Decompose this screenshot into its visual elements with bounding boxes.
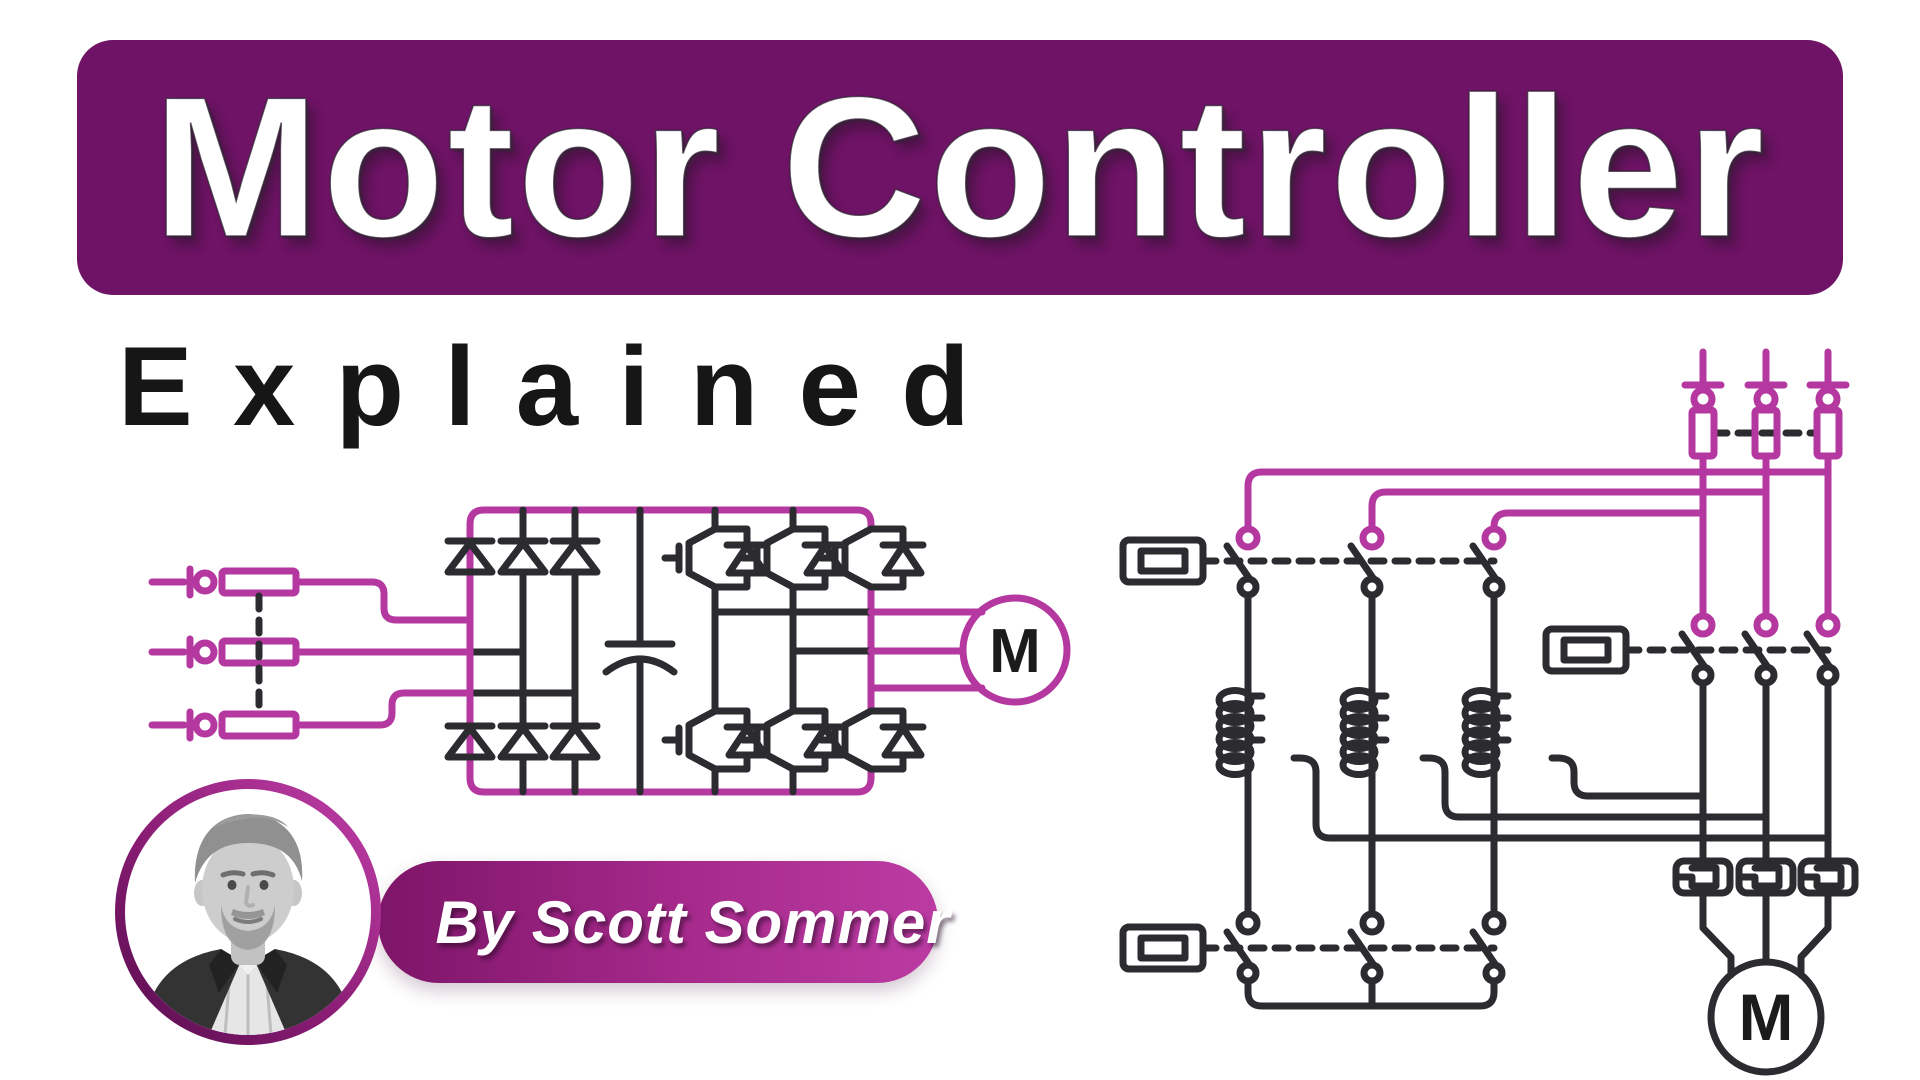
overload-relay-icon xyxy=(1676,861,1730,893)
branch-lines-to-start-contactor xyxy=(1235,468,1832,551)
portrait-man-illustration xyxy=(143,814,353,1035)
supply-disconnect-fuse-phase3 xyxy=(1806,348,1850,620)
starter-circuit-diagram: M xyxy=(1100,348,1900,1076)
contactor-coil-icon xyxy=(1546,629,1626,671)
contactor-coil-icon xyxy=(1123,540,1203,582)
subtitle-text: Explained xyxy=(118,324,1010,449)
tap-select-arrows xyxy=(1290,754,1832,842)
supply-disconnect-fuse-phase1 xyxy=(1681,348,1725,620)
vfd-circuit-diagram: M xyxy=(148,506,1071,796)
diode-icon xyxy=(501,541,545,572)
portrait-photo xyxy=(143,814,353,1035)
diode-icon xyxy=(501,726,545,757)
thermal-overload-relays xyxy=(1676,861,1855,893)
contactor-coil-icon xyxy=(1123,927,1203,969)
byline-text: By Scott Sommer xyxy=(435,888,951,956)
igbt-icon xyxy=(821,529,923,587)
run-contactor xyxy=(1546,612,1841,865)
rectifier-six-diodes xyxy=(448,506,597,796)
overload-relay-icon xyxy=(1801,861,1855,893)
inverter-six-igbts xyxy=(665,506,923,796)
igbt-icon xyxy=(821,711,923,769)
start-contactor xyxy=(1123,540,1506,599)
autotransformer-coils xyxy=(1219,591,1520,918)
inverter-output-lines xyxy=(711,608,986,692)
starter-motor-symbol: M xyxy=(1699,889,1832,1076)
page-title: Motor Controller xyxy=(152,55,1768,280)
fused-disconnect-input-phase3 xyxy=(148,689,579,742)
dc-link-capacitor-icon xyxy=(602,506,678,796)
diode-icon xyxy=(553,541,597,572)
diode-icon xyxy=(553,726,597,757)
title-banner: Motor Controller xyxy=(77,40,1843,295)
vfd-motor-symbol: M xyxy=(959,594,1071,706)
vfd-motor-label: M xyxy=(989,617,1041,686)
author-pill: By Scott Sommer xyxy=(378,861,950,983)
starter-motor-label: M xyxy=(1739,980,1794,1054)
fused-disconnect-input-phase1 xyxy=(148,565,474,624)
overload-relay-icon xyxy=(1739,861,1793,893)
author-portrait-ring xyxy=(115,779,381,1045)
shorting-contactor xyxy=(1123,910,1507,1010)
supply-disconnect-fuse-phase2 xyxy=(1744,348,1788,620)
author-portrait xyxy=(125,789,371,1035)
